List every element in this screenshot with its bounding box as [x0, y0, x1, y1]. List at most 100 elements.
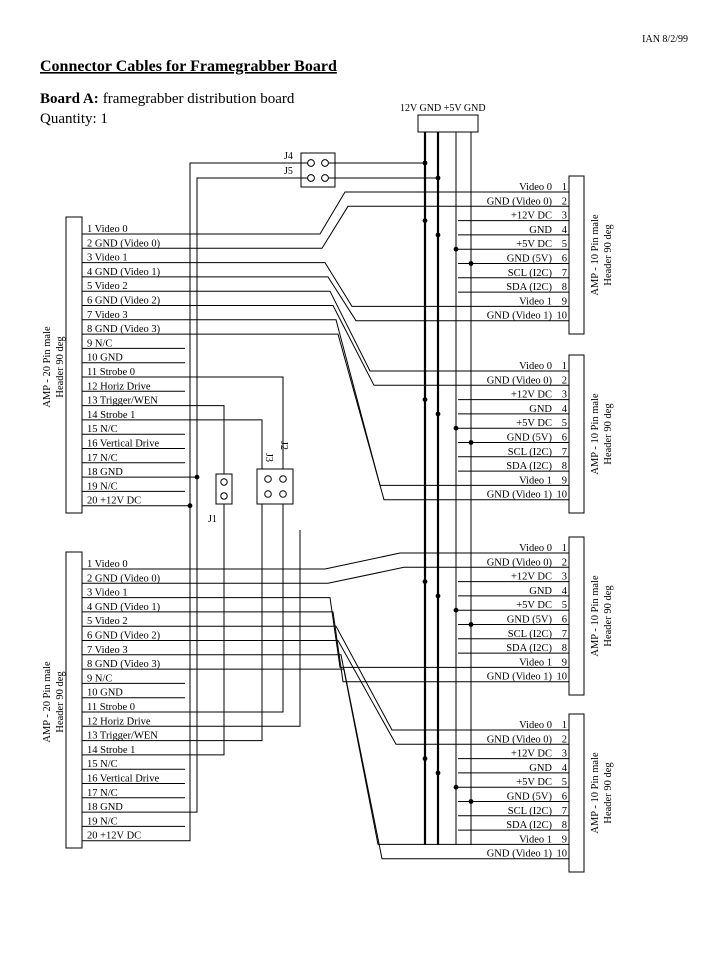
pin-label: 8 GND (Video 3): [87, 324, 161, 335]
signal-wire: [185, 376, 284, 469]
signal-wire: [185, 191, 458, 235]
pin-label: +12V DC: [511, 211, 552, 222]
jumper-label-j3: J3: [263, 453, 274, 462]
connector-type-label-2: Header 90 deg: [603, 585, 614, 647]
junction-dot: [453, 607, 459, 613]
board-description: framegrabber distribution board: [103, 91, 295, 107]
pin-label: 7 Video 3: [87, 310, 128, 321]
pin-number: 7: [562, 806, 567, 817]
pin-label: 17 N/C: [87, 788, 118, 799]
pin-label: 1 Video 0: [87, 224, 128, 235]
pin-label: +12V DC: [511, 572, 552, 583]
pin-number: 7: [562, 629, 567, 640]
pin-label: SDA (I2C): [506, 643, 552, 654]
pin-number: 4: [562, 404, 568, 415]
pin-label: SDA (I2C): [506, 461, 552, 472]
pin-label: 10 GND: [87, 688, 123, 699]
pin-number: 2: [562, 196, 567, 207]
board-label-name: Board A:: [40, 91, 99, 107]
signal-wire: [185, 597, 458, 668]
power-bus: [417, 114, 479, 845]
pin-label: GND (Video 1): [487, 311, 553, 322]
pin-number: 7: [562, 447, 567, 458]
junction-dot: [422, 160, 428, 166]
signal-wire: [185, 611, 458, 683]
connector-type-label: AMP - 10 Pin male: [590, 575, 601, 657]
pin-number: 9: [562, 475, 567, 486]
pin-label: GND (Video 1): [487, 490, 553, 501]
pin-number: 1: [562, 543, 567, 554]
pin-number: 10: [557, 311, 568, 322]
page-title: Connector Cables for Framegrabber Board: [40, 58, 337, 75]
pin-label: 19 N/C: [87, 816, 118, 827]
pin-label: 14 Strobe 1: [87, 410, 135, 421]
pin-label: GND: [529, 763, 552, 774]
pin-label: Video 1: [519, 475, 552, 486]
junction-dot: [422, 397, 428, 402]
pin-number: 1: [562, 720, 567, 731]
pin-number: 9: [562, 296, 567, 307]
pin-label: 18 GND: [87, 802, 123, 813]
pin-label: 8 GND (Video 3): [87, 659, 161, 670]
pin-label: 11 Strobe 0: [87, 367, 135, 378]
pin-label: 9 N/C: [87, 673, 112, 684]
pin-label: 2 GND (Video 0): [87, 573, 161, 584]
pin-label: Video 1: [519, 657, 552, 668]
connector-type-label: AMP - 20 Pin male: [42, 661, 53, 743]
pin-label: 3 Video 1: [87, 588, 128, 599]
signal-wire: [185, 552, 458, 570]
junction-dot: [194, 474, 200, 480]
junction-dot: [422, 756, 428, 761]
pin-label: SDA (I2C): [506, 820, 552, 831]
junction-dot: [435, 175, 441, 181]
jumper-label-j2: J2: [278, 441, 289, 450]
jumpers: J4 J5 J1 J3 J2: [208, 151, 336, 525]
pin-number: 10: [557, 672, 568, 683]
pin-label: GND (Video 1): [487, 672, 553, 683]
pin-label: +12V DC: [511, 390, 552, 401]
junction-dot: [422, 218, 428, 224]
pin-number: 9: [562, 657, 567, 668]
signal-wire: [185, 419, 263, 469]
pin-label: 2 GND (Video 0): [87, 238, 161, 249]
jumper-label-j5: J5: [284, 166, 293, 177]
pin-label: GND: [529, 586, 552, 597]
pin-number: 8: [562, 643, 567, 654]
pin-label: GND (5V): [507, 615, 553, 626]
connector-type-label: AMP - 10 Pin male: [590, 752, 601, 834]
pin-label: 4 GND (Video 1): [87, 267, 161, 278]
connector-type-label-2: Header 90 deg: [55, 671, 66, 733]
pin-label: GND: [529, 404, 552, 415]
junction-dot: [435, 770, 441, 776]
pin-label: 13 Trigger/WEN: [87, 731, 158, 742]
pin-label: 16 Vertical Drive: [87, 774, 159, 785]
pin-label: 20 +12V DC: [87, 496, 141, 507]
pin-number: 6: [562, 792, 567, 803]
pin-label: GND (Video 0): [487, 196, 553, 207]
connector-type-label: AMP - 10 Pin male: [590, 393, 601, 475]
signal-wire: [185, 333, 458, 501]
pin-number: 1: [562, 361, 567, 372]
pin-number: 3: [562, 390, 567, 401]
signal-wire: [185, 530, 301, 727]
pin-label: 16 Vertical Drive: [87, 439, 159, 450]
signal-wire: [185, 625, 458, 731]
pin-label: 9 N/C: [87, 338, 112, 349]
signal-wire: [185, 319, 458, 486]
pin-number: 8: [562, 461, 567, 472]
pin-label: 1 Video 0: [87, 559, 128, 570]
pin-number: 5: [562, 600, 567, 611]
junction-dot: [435, 411, 441, 417]
pin-label: SCL (I2C): [508, 447, 553, 458]
pin-number: 3: [562, 749, 567, 760]
jumper-j2-j3: J3 J2: [256, 441, 294, 505]
signal-wire: [185, 504, 263, 742]
power-bus-cap: [417, 114, 479, 133]
connector-type-label: AMP - 10 Pin male: [590, 214, 601, 296]
pin-number: 2: [562, 375, 567, 386]
signal-wire: [185, 205, 458, 249]
pin-label: 5 Video 2: [87, 281, 128, 292]
pin-label: +5V DC: [516, 418, 552, 429]
pin-number: 9: [562, 834, 567, 845]
